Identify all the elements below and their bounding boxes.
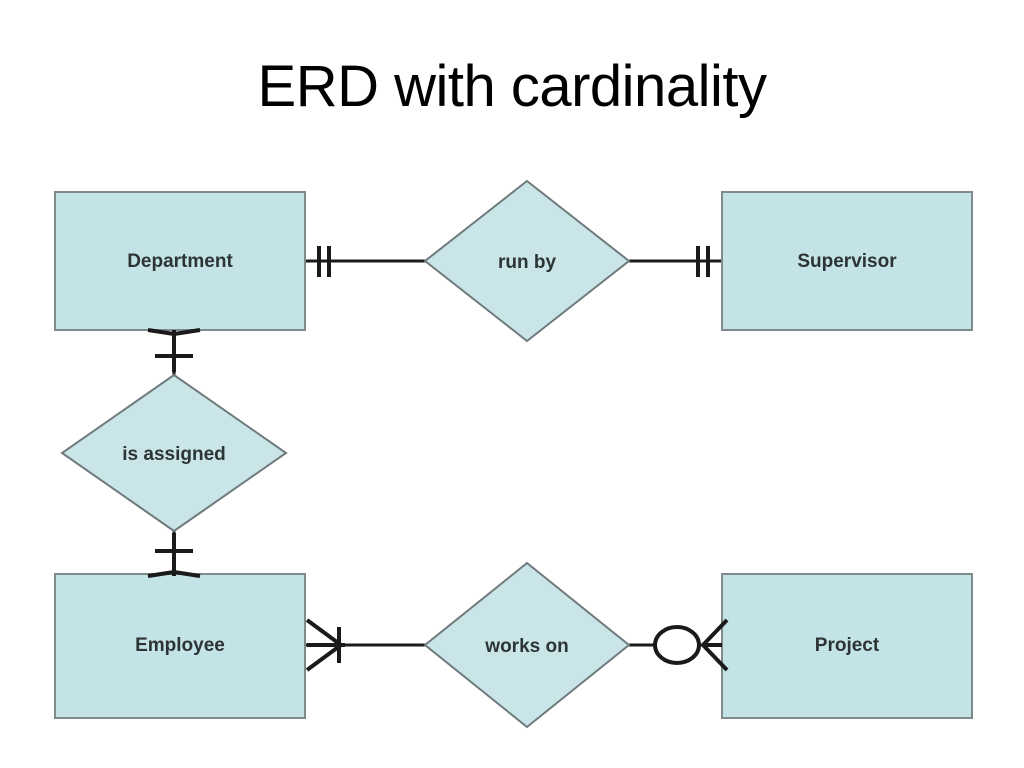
relationship-works-on-diamond: [423, 561, 631, 729]
entity-department-box: [54, 191, 306, 331]
relationship-run-by-diamond: [423, 179, 631, 343]
cardinality-exactly-one-run-by-supervisor: [696, 246, 710, 277]
cardinality-one-or-more-employee-works-on: [305, 618, 345, 672]
cardinality-exactly-one-department-run-by: [317, 246, 331, 277]
entity-department-label: Department: [127, 251, 233, 272]
cardinality-one-or-more-is-assigned-employee: [147, 533, 201, 578]
page-title: ERD with cardinality: [257, 54, 767, 119]
relationship-works-on-label: works on: [484, 636, 568, 657]
entity-supervisor-label: Supervisor: [797, 251, 897, 272]
entity-project-box: [721, 573, 973, 719]
entity-department[interactable]: Department: [54, 191, 306, 331]
entity-project-label: Project: [815, 635, 880, 656]
relationship-works-on[interactable]: works on: [423, 561, 631, 729]
optional-zero-circle-icon: [653, 625, 701, 665]
relationship-run-by[interactable]: run by: [423, 179, 631, 343]
relationship-is-assigned[interactable]: is assigned: [60, 373, 288, 533]
entity-employee-box: [54, 573, 306, 719]
relationship-run-by-label: run by: [498, 252, 556, 273]
entity-project[interactable]: Project: [721, 573, 973, 719]
relationship-is-assigned-diamond: [60, 373, 288, 533]
entity-supervisor-box: [721, 191, 973, 331]
relationship-is-assigned-label: is assigned: [122, 444, 226, 465]
entity-employee-label: Employee: [135, 635, 225, 656]
entity-supervisor[interactable]: Supervisor: [721, 191, 973, 331]
cardinality-one-or-more-department-is-assigned: [147, 328, 201, 372]
cardinality-zero-or-more-works-on-project: [653, 618, 729, 672]
entity-employee[interactable]: Employee: [54, 573, 306, 719]
